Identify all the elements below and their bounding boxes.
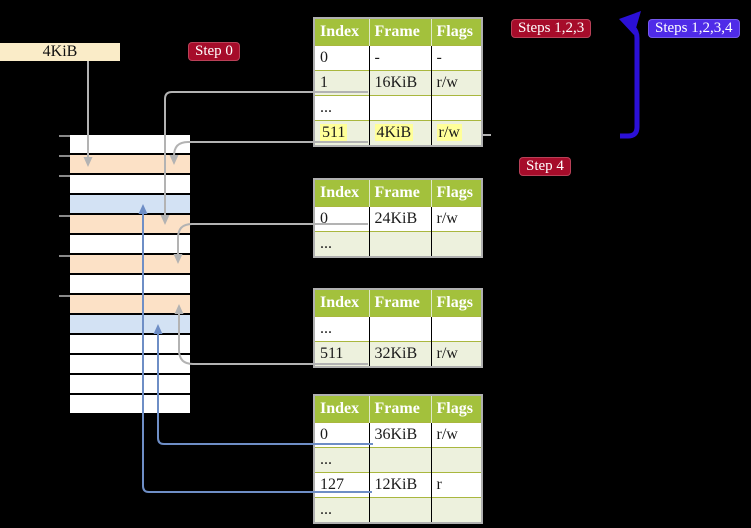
memory-frame-row	[70, 215, 190, 233]
badge-steps-1-2-3-4: Steps 1,2,3,4	[648, 19, 740, 38]
table-row: 511 32KiB r/w	[314, 341, 482, 367]
badge-step-4: Step 4	[519, 157, 571, 176]
column-header-frame: Frame	[368, 395, 431, 423]
table-row: ...	[314, 497, 482, 523]
column-header-flags: Flags	[430, 289, 482, 317]
table-row: 0 24KiB r/w	[314, 206, 482, 232]
memory-frame-row	[70, 275, 190, 293]
memory-frame-row	[70, 315, 190, 333]
memory-frame-row	[70, 255, 190, 273]
memory-frame-row	[70, 175, 190, 193]
memory-frame-row	[70, 235, 190, 253]
highlighted-value: r/w	[436, 124, 462, 141]
column-header-frame: Frame	[368, 18, 431, 46]
table-row-highlighted: 511 4KiB r/w	[314, 120, 482, 146]
column-header-flags: Flags	[430, 179, 482, 207]
page-table-4: Index Frame Flags 0 36KiB r/w ... 127 12…	[313, 394, 483, 524]
column-header-frame: Frame	[368, 289, 431, 317]
table-row: ...	[314, 95, 482, 121]
table-row: 0 - -	[314, 45, 482, 71]
memory-frame-row	[70, 155, 190, 173]
memory-frame-row	[70, 355, 190, 373]
memory-frame-row	[70, 195, 190, 213]
memory-frame-row	[70, 335, 190, 353]
table-row: ...	[314, 447, 482, 473]
address-tick-marks	[59, 135, 70, 297]
badge-step-0: Step 0	[188, 42, 240, 61]
recursive-loop-arrow	[619, 11, 641, 139]
column-header-flags: Flags	[430, 18, 482, 46]
badge-steps-1-2-3: Steps 1,2,3	[511, 19, 592, 38]
memory-frame-row	[70, 135, 190, 153]
frame-size-label: 4KiB	[0, 43, 120, 61]
column-header-index: Index	[314, 179, 369, 207]
table-header-row: Index Frame Flags	[314, 18, 482, 46]
page-table-2: Index Frame Flags 0 24KiB r/w ...	[313, 178, 483, 258]
table-row: 127 12KiB r	[314, 472, 482, 498]
table-row: 0 36KiB r/w	[314, 422, 482, 448]
physical-memory-stack	[70, 135, 190, 415]
table-header-row: Index Frame Flags	[314, 395, 482, 423]
column-header-index: Index	[314, 18, 369, 46]
table-header-row: Index Frame Flags	[314, 289, 482, 317]
table-row: 1 16KiB r/w	[314, 70, 482, 96]
highlighted-value: 511	[320, 124, 348, 141]
memory-frame-row	[70, 375, 190, 393]
column-header-index: Index	[314, 395, 369, 423]
column-header-index: Index	[314, 289, 369, 317]
page-table-1: Index Frame Flags 0 - - 1 16KiB r/w ... …	[313, 17, 483, 147]
table-header-row: Index Frame Flags	[314, 179, 482, 207]
table-row: ...	[314, 316, 482, 342]
highlighted-value: 4KiB	[374, 124, 414, 141]
table-row: ...	[314, 231, 482, 257]
column-header-frame: Frame	[368, 179, 431, 207]
memory-frame-row	[70, 295, 190, 313]
column-header-flags: Flags	[430, 395, 482, 423]
memory-frame-row	[70, 395, 190, 413]
page-table-3: Index Frame Flags ... 511 32KiB r/w	[313, 288, 483, 368]
